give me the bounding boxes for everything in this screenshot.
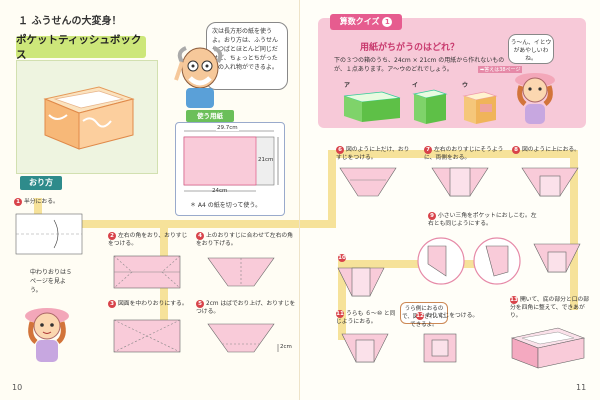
step-number: 5 [196, 300, 204, 308]
step-9-diagram [533, 243, 581, 273]
step-9-zoom-right [473, 237, 521, 285]
path-stripe [328, 150, 336, 228]
step-4-diagram [207, 257, 275, 287]
tip-bubble: うら側におるので、図がきれいにできるよ。 [400, 302, 448, 328]
quiz-answer-reference: ➡答えは38ページ [478, 66, 523, 73]
paper-height-label: 21cm [258, 157, 274, 163]
path-stripe [570, 150, 578, 310]
path-stripe [338, 260, 346, 340]
project-title: ポケットティッシュボックス [16, 34, 146, 61]
paper-width-label: 29.7cm [216, 125, 239, 131]
step-11-diagram [341, 333, 389, 363]
path-stripe [34, 198, 42, 226]
step-7-diagram [431, 167, 489, 197]
step-5-diagram [207, 323, 279, 353]
page-number: 10 [12, 383, 23, 392]
measure-label: 2cm [280, 344, 292, 350]
page-number: 11 [576, 383, 587, 392]
quiz-question: 用紙がちがうのはどれ？ [360, 43, 460, 53]
answer-a-label: ア [344, 82, 351, 89]
quiz-number: 1 [382, 17, 393, 27]
step-number: 3 [108, 300, 116, 308]
step-number: 6 [336, 146, 344, 154]
step-number: 13 [510, 296, 518, 304]
quiz-tag: 算数クイズ 1 [330, 14, 402, 30]
chapter-heading: １ ふうせんの大変身！ [18, 16, 122, 27]
paper-label: 使う用紙 [186, 110, 234, 122]
step-1-diagram [15, 213, 83, 255]
path-stripe [300, 220, 336, 228]
path-stripe [328, 150, 578, 158]
tissue-box-image [43, 86, 135, 150]
step-number: 7 [424, 146, 432, 154]
professor-speech-bubble: 次は長方形の紙を使うよ。おり方は、ふうせんやつばとほとんど同じだけど、ちょっとち… [206, 22, 288, 90]
quiz-body: 下の３つの箱のうち、24cm × 21cm の用紙から作れないものが、１点ありま… [334, 57, 505, 73]
step-number: 12 [416, 312, 424, 320]
step-10-diagram [337, 267, 385, 297]
answer-u-box [462, 91, 498, 124]
paper-diagram-box: 29.7cm 21cm 24cm [175, 122, 285, 216]
answer-i-label: イ [412, 82, 419, 89]
step-2-diagram [113, 255, 181, 289]
step-12-diagram [423, 333, 457, 363]
girl-speech-bubble: う〜ん、イとウがあやしいわね。 [508, 34, 554, 64]
finished-box-photo [16, 60, 158, 174]
left-page: １ ふうせんの大変身！ ポケットティッシュボックス 次は長方形の紙を使うよ。おり… [0, 0, 300, 400]
paper-size-diagram [183, 130, 279, 192]
step-number: 2 [108, 232, 116, 240]
step-number: 9 [428, 212, 436, 220]
step-number: 11 [336, 310, 344, 318]
professor-icon [174, 46, 223, 108]
section-label: おり方 [20, 176, 62, 190]
step-number: 10 [338, 254, 346, 262]
thinking-girl-icon [515, 73, 555, 124]
girl-icon [25, 308, 69, 362]
answer-i-box [412, 89, 448, 124]
step-9-zoom-left [417, 237, 465, 285]
step-8-diagram [521, 167, 579, 197]
middle-note: 中わりおりは５ページを見よう。 [30, 269, 73, 294]
paper-note: ＊ A4 の紙を切って使う。 [190, 202, 262, 209]
step-3-diagram [113, 319, 181, 353]
step-number: 4 [196, 232, 204, 240]
answer-a-box [343, 91, 401, 122]
step-number: 8 [512, 146, 520, 154]
paper-cut-label: 24cm [212, 188, 228, 194]
step-6-diagram [339, 167, 397, 197]
step-number: 1 [14, 198, 22, 206]
finished-box-diagram [510, 327, 586, 369]
answer-u-label: ウ [462, 82, 469, 89]
